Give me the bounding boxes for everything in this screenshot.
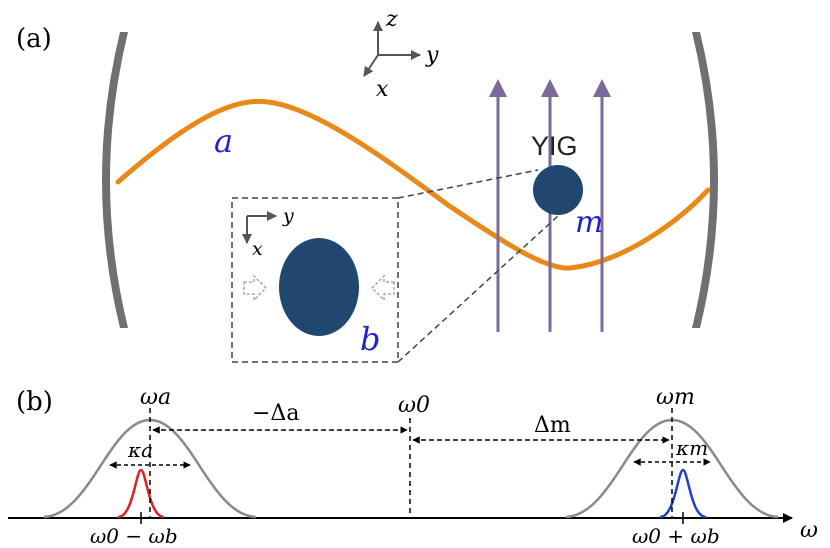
axis-label-y: y: [425, 43, 439, 68]
omega-a-label: ωa: [140, 385, 171, 410]
axis-label-x: x: [376, 77, 389, 102]
omega0-minus-omegab-label: ω0 − ωb: [90, 524, 178, 548]
kappa-m-label: κm: [675, 436, 708, 460]
minus-delta-a-label: −Δa: [252, 401, 299, 426]
kappa-a-label: κa: [127, 438, 153, 462]
red-sideband-peak: [117, 468, 165, 519]
compression-arrows: [243, 274, 395, 302]
panel-b-label: (b): [16, 387, 53, 417]
mode-m-label: m: [575, 205, 603, 240]
yig-sphere: [533, 165, 583, 215]
blue-sideband-peak: [659, 468, 707, 519]
inset-axis-x: x: [252, 238, 263, 260]
cavity-wave: [115, 98, 711, 271]
zoom-line-bottom: [397, 204, 571, 363]
axis-label-z: z: [385, 7, 398, 32]
omega-m-label: ωm: [656, 385, 695, 410]
delta-m-label: Δm: [534, 413, 571, 438]
coordinate-axes: [363, 21, 421, 77]
panel-a-label: (a): [16, 24, 52, 54]
omega0-plus-omegab-label: ω0 + ωb: [632, 524, 720, 548]
yig-label: YIG: [531, 131, 578, 161]
frequency-markers: [149, 408, 673, 518]
deformed-sphere: [279, 238, 359, 336]
zoom-line-top: [397, 169, 539, 199]
omega-axis-label: ω: [800, 518, 818, 543]
mode-a-label: a: [214, 122, 233, 160]
inset-axes: [242, 211, 277, 244]
left-mirror: [102, 32, 128, 328]
mode-b-label: b: [360, 320, 380, 358]
right-mirror: [692, 32, 718, 328]
inset-axis-y: y: [282, 205, 294, 227]
omega-0-label: ω0: [398, 393, 430, 418]
